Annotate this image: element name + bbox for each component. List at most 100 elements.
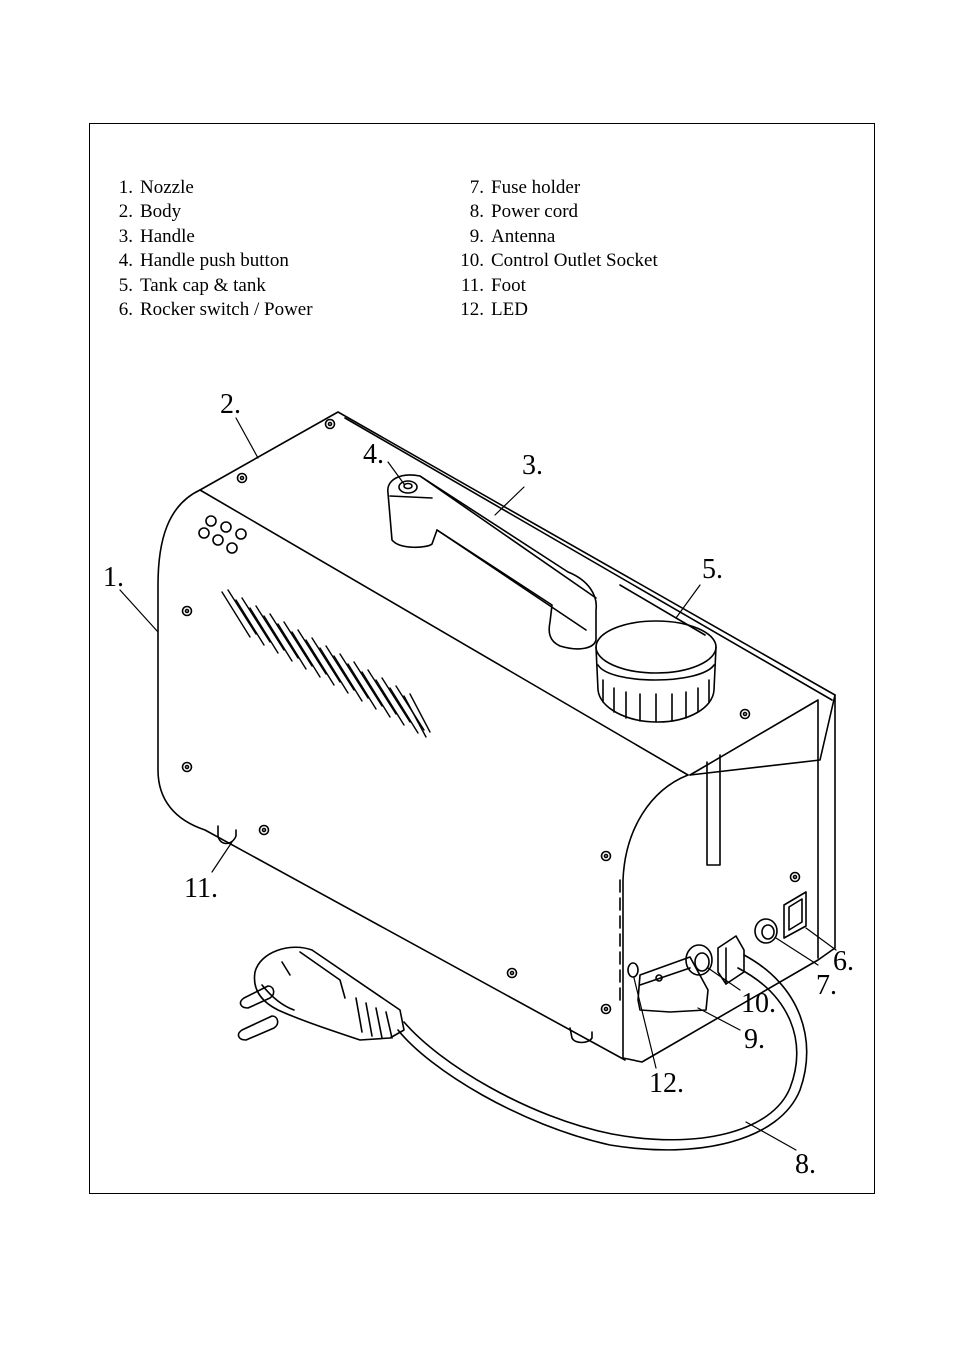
legend-number: 1. <box>118 177 133 198</box>
nozzle-hole <box>198 527 210 539</box>
legend-item: 1.Nozzle <box>108 176 313 200</box>
parts-legend-left: 1.Nozzle 2.Body 3.Handle 4.Handle push b… <box>108 176 313 322</box>
vent-slot <box>305 637 341 686</box>
body-top-edge <box>199 411 836 776</box>
nozzle-hole <box>226 542 238 554</box>
screw-icon <box>258 824 270 836</box>
leader-line-2 <box>235 417 259 459</box>
screws <box>181 418 801 1015</box>
screw-icon <box>739 708 751 720</box>
vent-slot <box>375 677 411 726</box>
leader-line-6 <box>805 927 837 951</box>
power-cord <box>397 954 808 1151</box>
power-plug <box>237 946 405 1041</box>
vent-slot <box>403 693 431 738</box>
leader-line-1 <box>119 589 159 633</box>
nozzle <box>198 515 247 554</box>
legend-number: 11. <box>460 274 484 296</box>
leader-line-12 <box>633 977 657 1069</box>
legend-item: 6. Rocker switch / Power <box>108 298 313 322</box>
body-side-outline <box>157 489 626 1061</box>
rocker-switch-frame <box>783 891 807 939</box>
control-outlet-socket <box>685 944 713 976</box>
vent-slot <box>263 613 299 662</box>
legend-label: Rocker switch / Power <box>140 299 313 321</box>
callout-label-5: 5. <box>702 554 723 585</box>
legend-item: 3.Handle <box>108 225 313 249</box>
vent-slot <box>221 589 257 638</box>
plug-face-edge <box>261 984 295 1011</box>
legend-label: Antenna <box>491 225 556 247</box>
leader-line-5 <box>675 584 701 619</box>
nozzle-hole <box>205 515 217 527</box>
body-top-front-edge <box>199 489 689 776</box>
vent-slot <box>347 661 383 710</box>
screw-icon <box>181 605 193 617</box>
legend-item: 5.Tank cap & tank <box>108 274 313 298</box>
tank-cap-rim <box>597 664 715 681</box>
plug-pin <box>239 985 275 1009</box>
rocker-switch-button <box>788 898 803 931</box>
tank-cap <box>595 620 717 723</box>
screw-icon <box>181 761 193 773</box>
screw-icon <box>236 472 248 484</box>
antenna-screw <box>655 974 663 982</box>
legend-number: 5. <box>118 274 133 296</box>
callout-label-6: 6. <box>833 946 854 977</box>
legend-label: Control Outlet Socket <box>491 250 658 272</box>
legend-number: 12. <box>460 299 484 321</box>
vent-slot <box>291 629 327 678</box>
cord-gland <box>717 935 745 985</box>
tank-recess-line <box>619 584 706 636</box>
rear-panel <box>619 694 836 1063</box>
handle-outline <box>387 474 597 650</box>
foot <box>569 1027 593 1044</box>
handle-push-button <box>398 480 418 494</box>
legend-item: 9.Antenna <box>452 225 658 249</box>
plug-earth-clip <box>281 961 291 976</box>
rear-panel-slot <box>706 754 721 866</box>
legend-label: Body <box>140 201 182 223</box>
legend-number: 8. <box>469 201 484 223</box>
nozzle-hole <box>235 528 247 540</box>
legend-item: 7.Fuse holder <box>452 176 658 200</box>
handle <box>387 474 597 650</box>
legend-number: 6. <box>118 299 133 321</box>
rocker-switch <box>783 891 807 939</box>
legend-item: 11.Foot <box>452 274 658 298</box>
legend-number: 10. <box>460 250 484 272</box>
machine-body <box>157 411 836 1061</box>
callout-label-9: 9. <box>744 1024 765 1055</box>
body-top-seam <box>344 417 833 701</box>
tank-cap-grip <box>602 679 710 723</box>
fuse-holder <box>754 918 778 944</box>
handle-inner-edge <box>436 529 587 631</box>
screw-icon <box>600 850 612 862</box>
screw-icon <box>506 967 518 979</box>
legend-number: 4. <box>118 250 133 272</box>
legend-label: Fuse holder <box>491 177 581 198</box>
diagram-frame <box>89 123 875 1194</box>
rear-panel-outline <box>622 694 836 1063</box>
callout-label-7: 7. <box>816 970 837 1001</box>
screw-icon <box>789 871 801 883</box>
callout-label-8: 8. <box>795 1149 816 1180</box>
power-cord-outer <box>397 954 808 1151</box>
led-indicator <box>627 962 639 978</box>
leader-line-9 <box>697 1007 741 1031</box>
parts-legend-right: 7.Fuse holder 8.Power cord 9.Antenna 10.… <box>452 176 658 322</box>
plug-body <box>253 946 405 1041</box>
legend-number: 3. <box>118 225 133 247</box>
leader-line-11 <box>211 841 233 873</box>
leader-line-4 <box>387 461 405 485</box>
feet <box>217 825 593 1044</box>
vent-slot <box>361 669 397 718</box>
leader-line-3 <box>494 486 525 516</box>
legend-item: 12.LED <box>452 298 658 322</box>
legend-item: 4.Handle push button <box>108 249 313 273</box>
leader-line-10 <box>707 967 741 991</box>
callout-label-12: 12. <box>649 1068 684 1099</box>
nozzle-hole <box>220 521 232 533</box>
callout-label-10: 10. <box>741 988 776 1019</box>
